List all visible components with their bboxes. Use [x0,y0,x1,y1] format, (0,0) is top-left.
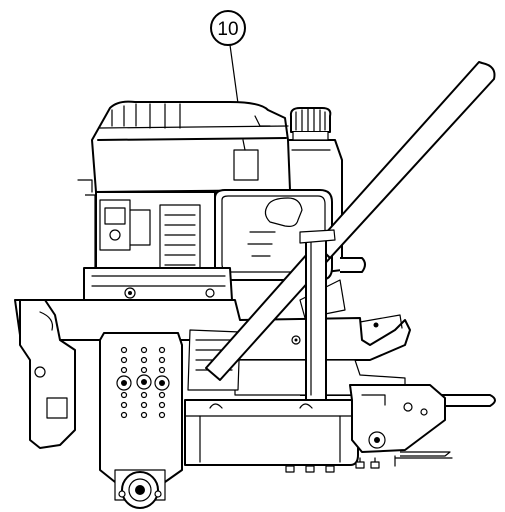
lower-carriage [99,332,446,509]
side-knob [340,257,366,273]
air-filter-knob [264,197,303,227]
callout-circle [210,10,246,46]
height-adjust-bolts [116,374,170,391]
rail-tube [184,399,359,466]
handle [205,61,496,401]
blower-housing [91,100,291,193]
handle-support [305,234,327,401]
adjustment-holes [120,346,166,419]
square-hole [46,397,68,419]
hole [34,366,46,378]
label-decal [233,149,259,181]
callout-number: 10 [217,19,238,40]
front-plate [99,332,183,483]
